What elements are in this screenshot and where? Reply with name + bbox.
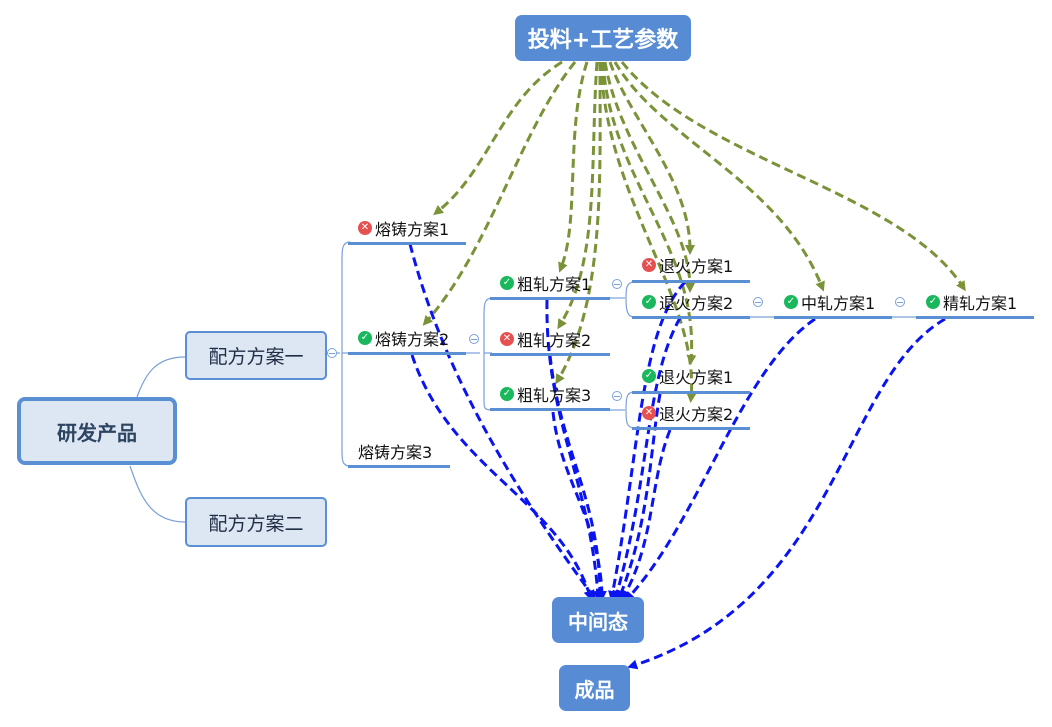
topic-underline [348, 242, 466, 245]
intermediate-node[interactable]: 中间态 [552, 597, 644, 643]
root-node-label: 研发产品 [57, 420, 137, 445]
connector-rough-bracket [483, 297, 493, 411]
check-circle-icon: ✓ [500, 276, 514, 290]
topic-casting-3[interactable]: 熔铸方案3 [358, 438, 432, 464]
branch-node-formula-2[interactable]: 配方方案二 [185, 497, 327, 547]
collapse-toggle-mid-rolling[interactable] [895, 297, 905, 307]
input-link-casting1 [433, 60, 563, 216]
topic-underline [632, 427, 750, 430]
connector-casting-bracket [341, 241, 351, 467]
input-link-casting2 [422, 61, 577, 326]
check-circle-icon: ✓ [642, 295, 656, 309]
output-link-anneal-a2 [612, 317, 682, 601]
topic-label: 退火方案2 [659, 405, 734, 424]
topic-casting-2[interactable]: ✓ 熔铸方案2 [358, 325, 449, 351]
topic-underline [632, 391, 750, 394]
collapse-toggle-anneal-a-2[interactable] [753, 297, 763, 307]
tree-connectors [129, 241, 918, 523]
x-circle-icon: ✕ [642, 258, 656, 272]
x-circle-icon: ✕ [500, 332, 514, 346]
output-link-anneal-b2 [621, 429, 672, 601]
topic-underline [490, 297, 610, 300]
input-link-rough1 [558, 61, 589, 273]
x-circle-icon: ✕ [358, 221, 372, 235]
collapse-toggle-casting-2[interactable] [469, 334, 479, 344]
collapse-toggle-rough-3[interactable] [612, 391, 622, 401]
topic-anneal-b-1[interactable]: ✓ 退火方案1 [642, 363, 733, 389]
root-node[interactable]: 研发产品 [17, 397, 177, 465]
input-link-anneal-b2 [599, 61, 697, 403]
connector-root-branch1 [136, 356, 186, 398]
collapse-toggle-rough-1[interactable] [612, 279, 622, 289]
topic-underline [490, 408, 610, 411]
product-node-label: 成品 [574, 677, 615, 702]
check-circle-icon: ✓ [926, 295, 940, 309]
topic-underline [490, 353, 610, 356]
output-links [408, 243, 946, 670]
x-circle-icon: ✕ [642, 406, 656, 420]
input-node[interactable]: 投料+工艺参数 [515, 15, 691, 61]
topic-label: 熔铸方案3 [358, 443, 433, 462]
topic-label: 熔铸方案2 [375, 330, 450, 349]
input-node-label: 投料+工艺参数 [527, 28, 679, 53]
check-circle-icon: ✓ [500, 387, 514, 401]
topic-label: 粗轧方案2 [517, 331, 592, 350]
output-link-rough1 [545, 299, 603, 601]
topic-label: 精轧方案1 [943, 294, 1018, 313]
topic-finish-rolling[interactable]: ✓ 精轧方案1 [926, 289, 1017, 315]
topic-rough-2[interactable]: ✕ 粗轧方案2 [500, 326, 591, 352]
check-circle-icon: ✓ [358, 331, 372, 345]
input-link-anneal-a2 [603, 61, 695, 293]
product-node[interactable]: 成品 [559, 665, 630, 711]
topic-underline [348, 352, 466, 355]
input-link-finish [620, 61, 966, 292]
collapse-toggle-formula-1[interactable] [327, 348, 337, 358]
topic-casting-1[interactable]: ✕ 熔铸方案1 [358, 215, 449, 241]
topic-underline [348, 465, 450, 468]
intermediate-node-label: 中间态 [568, 609, 628, 634]
topic-anneal-a-2[interactable]: ✓ 退火方案2 [642, 289, 733, 315]
branch-label: 配方方案一 [208, 346, 304, 368]
topic-anneal-a-1[interactable]: ✕ 退火方案1 [642, 252, 733, 278]
topic-anneal-b-2[interactable]: ✕ 退火方案2 [642, 400, 733, 426]
input-link-anneal-a1 [608, 61, 695, 255]
output-link-casting2 [410, 354, 594, 601]
topic-label: 退火方案1 [659, 368, 734, 387]
topic-rough-1[interactable]: ✓ 粗轧方案1 [500, 270, 591, 296]
output-link-anneal-b1 [617, 393, 662, 601]
connector-anneal-b-bracket [625, 391, 635, 429]
output-link-casting1 [408, 243, 596, 601]
topic-label: 退火方案1 [659, 257, 734, 276]
topic-label: 粗轧方案1 [517, 275, 592, 294]
topic-rough-3[interactable]: ✓ 粗轧方案3 [500, 381, 591, 407]
output-link-anneal-a1 [608, 280, 687, 601]
topic-label: 粗轧方案3 [517, 386, 592, 405]
topic-underline [632, 316, 750, 319]
topic-underline [916, 316, 1034, 319]
branch-node-formula-1[interactable]: 配方方案一 [185, 331, 327, 380]
input-link-mid [613, 61, 825, 292]
check-circle-icon: ✓ [784, 295, 798, 309]
connector-root-branch2 [129, 465, 186, 523]
topic-mid-rolling[interactable]: ✓ 中轧方案1 [784, 289, 875, 315]
check-circle-icon: ✓ [642, 369, 656, 383]
topic-label: 中轧方案1 [801, 294, 876, 313]
topic-label: 熔铸方案1 [375, 220, 450, 239]
output-link-mid [624, 317, 816, 602]
output-link-finish [627, 317, 946, 670]
branch-label: 配方方案二 [208, 512, 304, 535]
topic-underline [774, 316, 892, 319]
topic-underline [632, 280, 750, 283]
topic-label: 退火方案2 [659, 294, 734, 313]
connector-anneal-a-bracket [625, 281, 635, 318]
input-link-rough3 [555, 61, 602, 385]
